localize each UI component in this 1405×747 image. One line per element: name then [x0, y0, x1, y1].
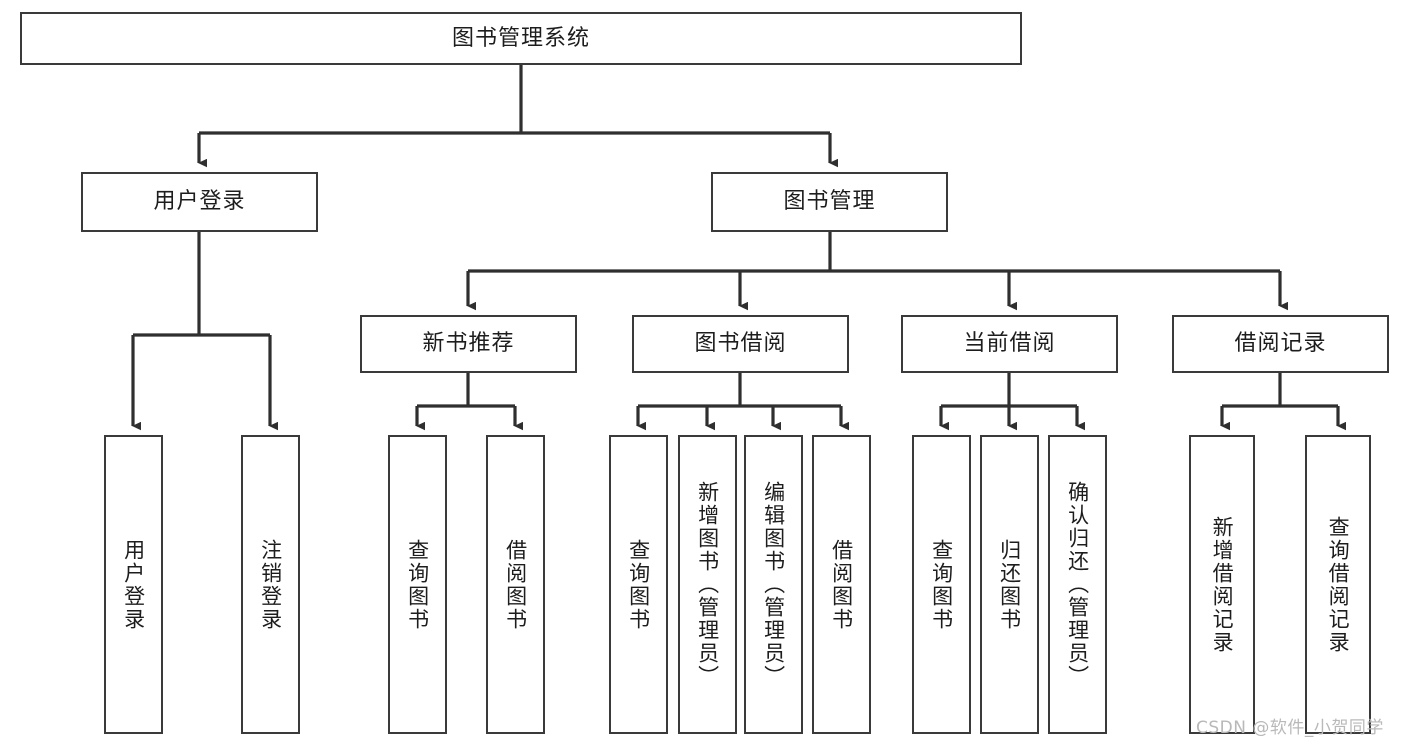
node-book-borrow-label: 图书借阅: [694, 331, 787, 357]
node-current-borrow-label: 当前借阅: [963, 331, 1056, 357]
leaf-nb-borrow-book[interactable]: 借阅图书: [486, 435, 545, 734]
node-book-manage-label: 图书管理: [783, 189, 876, 215]
leaf-nb-borrow-book-label: 借阅图书: [503, 538, 528, 631]
leaf-bb-add-book-label: 新增图书（管理员）: [695, 481, 720, 688]
node-user-login[interactable]: 用户登录: [81, 172, 318, 232]
leaf-cb-confirm-return[interactable]: 确认归还（管理员）: [1048, 435, 1107, 734]
leaf-br-add-record[interactable]: 新增借阅记录: [1189, 435, 1255, 734]
csdn-watermark: CSDN @软件_小贺同学: [1196, 718, 1384, 738]
leaf-logout[interactable]: 注销登录: [241, 435, 300, 734]
leaf-br-add-record-label: 新增借阅记录: [1210, 515, 1235, 654]
node-book-manage[interactable]: 图书管理: [711, 172, 948, 232]
node-user-login-label: 用户登录: [153, 189, 246, 215]
leaf-cb-query-book[interactable]: 查询图书: [912, 435, 971, 734]
leaf-logout-label: 注销登录: [258, 538, 283, 631]
leaf-cb-return-book[interactable]: 归还图书: [980, 435, 1039, 734]
node-borrow-record-label: 借阅记录: [1234, 331, 1327, 357]
leaf-cb-return-book-label: 归还图书: [997, 538, 1022, 631]
node-borrow-record[interactable]: 借阅记录: [1172, 315, 1389, 373]
node-current-borrow[interactable]: 当前借阅: [901, 315, 1118, 373]
leaf-cb-query-book-label: 查询图书: [929, 538, 954, 631]
leaf-bb-query-book[interactable]: 查询图书: [609, 435, 668, 734]
leaf-nb-query-book[interactable]: 查询图书: [388, 435, 447, 734]
node-new-book-recommend[interactable]: 新书推荐: [360, 315, 577, 373]
leaf-user-login-label: 用户登录: [121, 538, 146, 631]
leaf-br-query-record[interactable]: 查询借阅记录: [1305, 435, 1371, 734]
leaf-nb-query-book-label: 查询图书: [405, 538, 430, 631]
node-book-borrow[interactable]: 图书借阅: [632, 315, 849, 373]
leaf-cb-confirm-return-label: 确认归还（管理员）: [1065, 481, 1090, 688]
leaf-bb-edit-book[interactable]: 编辑图书（管理员）: [744, 435, 803, 734]
leaf-bb-borrow-book-label: 借阅图书: [829, 538, 854, 631]
leaf-br-query-record-label: 查询借阅记录: [1326, 515, 1351, 654]
node-new-book-recommend-label: 新书推荐: [422, 331, 515, 357]
leaf-user-login[interactable]: 用户登录: [104, 435, 163, 734]
node-root-system-label: 图书管理系统: [451, 25, 590, 51]
leaf-bb-borrow-book[interactable]: 借阅图书: [812, 435, 871, 734]
leaf-bb-add-book[interactable]: 新增图书（管理员）: [678, 435, 737, 734]
node-root-system[interactable]: 图书管理系统: [20, 12, 1022, 65]
leaf-bb-query-book-label: 查询图书: [626, 538, 651, 631]
leaf-bb-edit-book-label: 编辑图书（管理员）: [761, 481, 786, 688]
